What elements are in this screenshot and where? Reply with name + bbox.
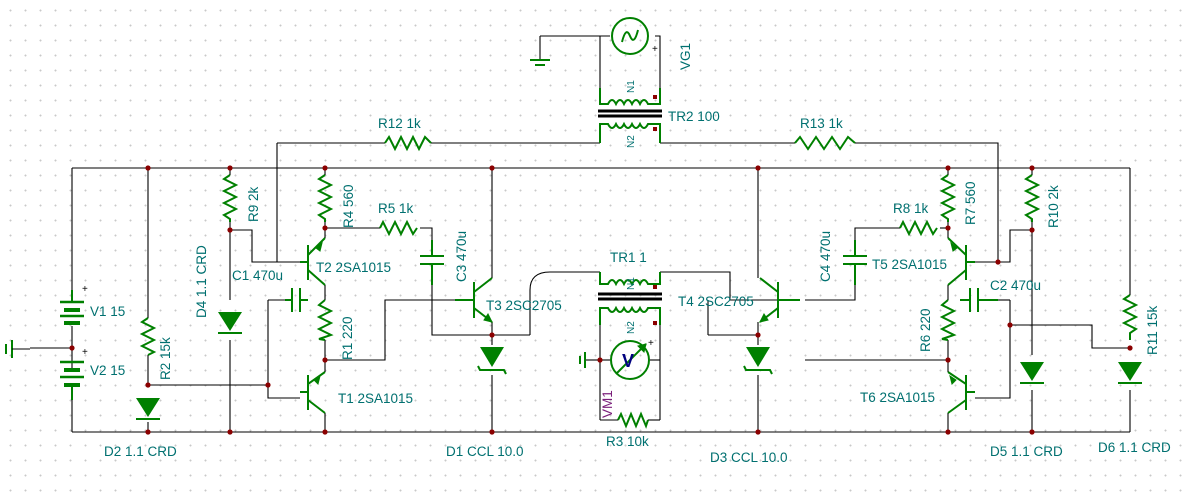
v1-label: V1 15: [90, 304, 125, 319]
r11-label: R11 15k: [1145, 305, 1160, 355]
resistor-r12[interactable]: [384, 134, 432, 152]
transformer-tr2[interactable]: [598, 88, 662, 143]
transistor-t1[interactable]: [300, 371, 326, 414]
transistor-t2[interactable]: [300, 237, 326, 286]
tr1-n2-label: N2: [626, 321, 637, 334]
transistor-t3[interactable]: [455, 277, 493, 323]
diode-d4[interactable]: [218, 312, 242, 334]
d3-label: D3 CCL 10.0: [710, 450, 788, 465]
capacitor-c2[interactable]: [960, 288, 998, 312]
r5-label: R5 1k: [378, 201, 414, 216]
r8-label: R8 1k: [893, 201, 929, 216]
vm1-label: VM1: [600, 390, 615, 418]
r2-label: R2 15k: [158, 337, 173, 380]
transistor-t6[interactable]: [947, 371, 975, 414]
c1-label: C1 470u: [232, 268, 283, 283]
signal-generator-vg1[interactable]: [611, 17, 649, 55]
resistor-r9[interactable]: [221, 174, 239, 222]
c4-label: C4 470u: [818, 231, 833, 282]
r10-label: R10 2k: [1046, 185, 1061, 228]
transistor-t4[interactable]: [759, 277, 800, 323]
resistor-r2[interactable]: [139, 317, 157, 356]
vg1-label: VG1: [678, 43, 693, 70]
battery-v2[interactable]: [60, 360, 84, 400]
v1-plus-mark: +: [82, 284, 88, 295]
r6-label: R6 220: [918, 308, 933, 352]
vm1-plus-mark: +: [648, 338, 654, 349]
capacitor-c4[interactable]: [843, 240, 867, 285]
tr1-n1-label: N1: [626, 277, 637, 290]
resistor-r11[interactable]: [1121, 294, 1139, 340]
v2-label: V2 15: [90, 363, 125, 378]
d5-label: D5 1.1 CRD: [990, 444, 1063, 459]
transformer-tr1[interactable]: [598, 272, 662, 325]
junction-dots: [69, 165, 1133, 435]
d4-label: D4 1.1 CRD: [194, 245, 209, 318]
t5-label: T5 2SA1015: [872, 257, 947, 272]
resistor-r8[interactable]: [899, 219, 938, 237]
ground-symbol-vg1: [530, 59, 550, 66]
voltmeter-vm1[interactable]: [610, 340, 650, 380]
c3-label: C3 470u: [454, 231, 469, 282]
vg1-plus-mark: +: [652, 44, 658, 55]
r4-label: R4 560: [341, 184, 356, 228]
capacitor-c3[interactable]: [420, 240, 444, 285]
r3-label: R3 10k: [606, 434, 649, 449]
d1-label: D1 CCL 10.0: [446, 444, 524, 459]
voltmeter-v-glyph: V: [622, 351, 634, 371]
t2-label: T2 2SA1015: [316, 260, 391, 275]
resistor-r7[interactable]: [939, 174, 957, 222]
battery-v1[interactable]: [60, 290, 84, 325]
resistor-r4[interactable]: [316, 174, 334, 222]
tr1-label: TR1 1: [610, 250, 647, 265]
ground-symbol-supply: [5, 340, 30, 358]
diode-d1[interactable]: [477, 347, 507, 375]
t4-label: T4 2SC2705: [678, 294, 754, 309]
ground-symbol-vm1: [579, 352, 586, 368]
resistor-r3[interactable]: [617, 411, 649, 429]
r7-label: R7 560: [963, 181, 978, 225]
resistor-r13[interactable]: [794, 135, 856, 151]
transistor-t5[interactable]: [947, 237, 975, 286]
t3-label: T3 2SC2705: [486, 298, 562, 313]
t1-label: T1 2SA1015: [338, 391, 413, 406]
diode-d6[interactable]: [1118, 362, 1142, 384]
d2-label: D2 1.1 CRD: [104, 444, 177, 459]
r1-label: R1 220: [340, 316, 355, 360]
resistor-r1[interactable]: [316, 299, 334, 341]
capacitor-c1[interactable]: [285, 288, 308, 312]
tr2-n2-label: N2: [626, 135, 637, 148]
diode-d3[interactable]: [743, 347, 773, 375]
v2-plus-mark: +: [82, 347, 88, 358]
resistor-r5[interactable]: [379, 219, 418, 237]
resistor-r6[interactable]: [939, 299, 957, 341]
tr2-label: TR2 100: [668, 109, 720, 124]
r12-label: R12 1k: [378, 116, 421, 131]
d6-label: D6 1.1 CRD: [1098, 440, 1171, 455]
resistor-r10[interactable]: [1023, 174, 1041, 222]
r9-label: R9 2k: [246, 186, 261, 222]
wiring: [30, 35, 1131, 433]
tr2-n1-label: N1: [626, 80, 637, 93]
diode-d5[interactable]: [1020, 362, 1044, 384]
r13-label: R13 1k: [800, 116, 843, 131]
diode-d2[interactable]: [136, 398, 160, 420]
c2-label: C2 470u: [990, 278, 1041, 293]
t6-label: T6 2SA1015: [860, 390, 935, 405]
